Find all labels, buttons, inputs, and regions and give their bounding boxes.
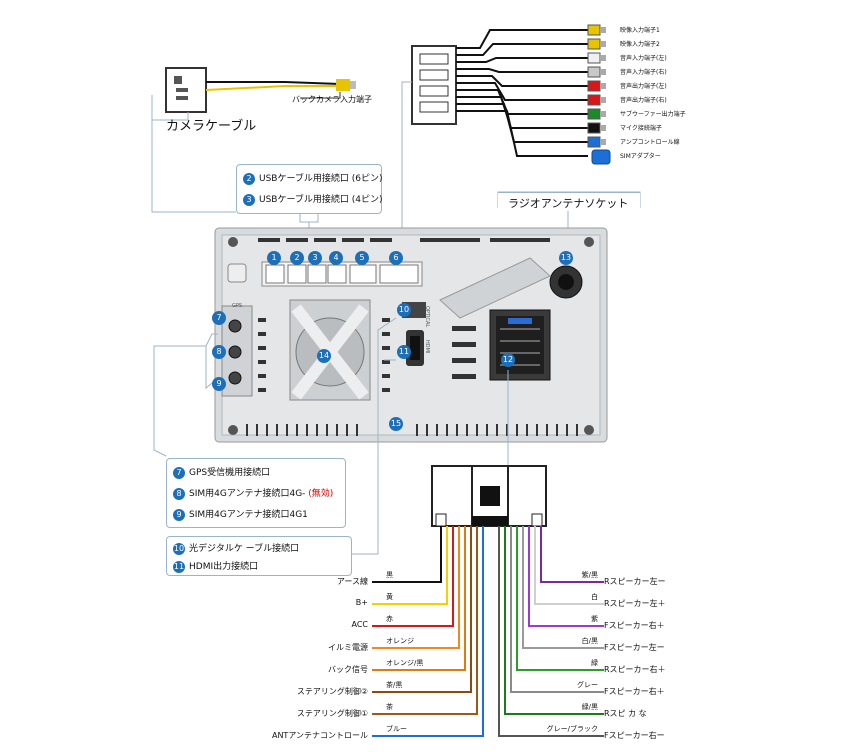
sim-4g-minus-label: SIM用4Gアンテナ接続口4G- xyxy=(189,489,306,499)
port-badge-p6: 6 xyxy=(389,251,403,265)
hdmi-row: 11 HDMI出力接続口 xyxy=(173,559,258,573)
optical-callout-box: 10 光デジタルケ ーブル接続口 11 HDMI出力接続口 xyxy=(166,536,352,576)
camera-cable xyxy=(165,67,356,113)
num-badge: 10 xyxy=(173,542,185,555)
right-wire-name-3: Fスピーカー左ー xyxy=(604,643,665,652)
optical-side-label: OPTICAL xyxy=(424,306,430,328)
port-badge-p4: 4 xyxy=(329,251,343,265)
port-badge-p10: 10 xyxy=(397,303,411,317)
left-wire-color-2: 赤 xyxy=(386,615,393,623)
left-wire-name-2: ACC xyxy=(351,620,368,629)
num-badge: 11 xyxy=(173,560,185,573)
gps-callout-box: 7 GPS受信機用接続口 8 SIM用4Gアンテナ接続口4G- (無効) 9 SIM用… xyxy=(166,458,346,528)
head-unit xyxy=(214,227,608,443)
radio-antenna-label: ラジオアンテナソケット xyxy=(508,197,629,210)
right-wire-color-6: 緑/黒 xyxy=(581,703,598,711)
left-wire-name-7: ANTアンテナコントロール xyxy=(271,731,368,740)
left-wire-color-1: 黄 xyxy=(386,593,393,601)
left-wire-color-6: 茶 xyxy=(386,703,393,711)
right-wire-name-0: Rスピーカー左ー xyxy=(604,577,666,586)
hdmi-side-label: HDMI xyxy=(424,340,430,354)
hdmi-label: HDMI出力接続口 xyxy=(189,562,259,572)
rca-label-8: アンプコントロール線 xyxy=(620,139,680,146)
left-wire-name-6: ステアリング制御① xyxy=(296,709,368,718)
usb-6pin-label: USBケーブル用接続口 (6ピン) xyxy=(259,174,383,184)
usb-callout-box: 2 USBケーブル用接続口 (6ピン) 3 USBケーブル用接続口 (4ピン) xyxy=(236,164,383,214)
num-badge: 3 xyxy=(243,193,255,206)
gps-row: 7 GPS受信機用接続口 xyxy=(173,465,270,479)
left-wire-name-1: B+ xyxy=(355,598,368,607)
right-wire-name-5: Fスピーカー右＋ xyxy=(604,687,665,696)
right-wire-name-7: Fスピーカー右ー xyxy=(604,731,665,740)
rca-label-7: マイク接続端子 xyxy=(620,125,662,132)
rca-label-2: 音声入力端子(左) xyxy=(620,55,667,62)
usb-4pin-row: 3 USBケーブル用接続口 (4ピン) xyxy=(243,192,383,206)
port-badge-p7: 7 xyxy=(212,311,226,325)
port-badge-p15: 15 xyxy=(389,417,403,431)
plug-wires xyxy=(372,526,604,737)
camera-cable-title: カメラケーブル xyxy=(166,119,257,134)
radio-antenna-label-box: ラジオアンテナソケット xyxy=(498,192,640,211)
port-badge-p1: 1 xyxy=(267,251,281,265)
optical-row: 10 光デジタルケ ーブル接続口 xyxy=(173,541,299,555)
left-wire-color-4: オレンジ/黒 xyxy=(386,659,424,667)
rca-label-6: サブウーファー出力端子 xyxy=(620,111,686,118)
usb-6pin-row: 2 USBケーブル用接続口 (6ピン) xyxy=(243,171,383,185)
right-wire-name-4: Rスピーカー右＋ xyxy=(604,665,666,674)
right-wire-name-6: Rスピ カ な xyxy=(604,709,647,718)
usb-4pin-label: USBケーブル用接続口 (4ピン) xyxy=(259,195,383,205)
port-badge-p8: 8 xyxy=(212,345,226,359)
port-badge-p3: 3 xyxy=(308,251,322,265)
sim-4g-minus-row: 8 SIM用4Gアンテナ接続口4G- (無効) xyxy=(173,486,333,500)
right-wire-name-2: Fスピーカー右＋ xyxy=(604,621,665,630)
gps-label: GPS受信機用接続口 xyxy=(189,468,271,478)
left-wire-name-4: バック信号 xyxy=(328,665,368,674)
disabled-note: (無効) xyxy=(308,489,334,499)
num-badge: 8 xyxy=(173,487,185,500)
right-wire-name-1: Rスピーカー左＋ xyxy=(604,599,666,608)
rca-label-0: 映像入力端子1 xyxy=(620,27,660,34)
port-badge-p12: 12 xyxy=(501,353,515,367)
right-wire-color-7: グレー/ブラック xyxy=(546,725,598,733)
iso-plug xyxy=(431,465,547,527)
left-wire-name-3: イルミ電源 xyxy=(328,643,368,652)
back-camera-port-label: バックカメラ入力端子 xyxy=(292,95,372,104)
optical-label: 光デジタルケ ーブル接続口 xyxy=(189,544,300,554)
right-wire-color-3: 白/黒 xyxy=(581,637,598,645)
gps-side-label: GPS xyxy=(232,303,243,309)
port-badge-p2: 2 xyxy=(290,251,304,265)
rca-label-4: 音声出力端子(左) xyxy=(620,83,667,90)
left-wire-name-5: ステアリング制御② xyxy=(296,687,368,696)
right-wire-color-1: 白 xyxy=(591,593,598,601)
rca-label-5: 音声出力端子(右) xyxy=(620,97,667,104)
rca-label-1: 映像入力端子2 xyxy=(620,41,660,48)
num-badge: 2 xyxy=(243,172,255,185)
left-wire-color-5: 茶/黒 xyxy=(386,681,403,689)
port-badge-p11: 11 xyxy=(397,345,411,359)
sim-4g-1-label: SIM用4Gアンテナ接続口4G1 xyxy=(189,510,308,520)
rca-wires xyxy=(456,24,611,165)
right-wire-color-4: 緑 xyxy=(591,659,598,667)
right-wire-color-2: 紫 xyxy=(591,615,598,623)
left-wire-color-3: オレンジ xyxy=(386,637,414,645)
port-badge-p5: 5 xyxy=(355,251,369,265)
rca-label-3: 音声入力端子(右) xyxy=(620,69,667,76)
num-badge: 7 xyxy=(173,466,185,479)
port-badge-p9: 9 xyxy=(212,377,226,391)
left-wire-color-7: ブルー xyxy=(386,725,407,733)
right-wire-color-5: グレー xyxy=(577,681,598,689)
sim-4g-1-row: 9 SIM用4Gアンテナ接続口4G1 xyxy=(173,507,308,521)
port-badge-p13: 13 xyxy=(559,251,573,265)
left-wire-color-0: 黒 xyxy=(386,571,393,579)
rca-harness xyxy=(411,45,457,125)
rca-label-9: SIMアダプター xyxy=(620,153,661,160)
left-wire-name-0: アース線 xyxy=(336,577,368,586)
right-wire-color-0: 紫/黒 xyxy=(581,571,598,579)
port-badge-p14: 14 xyxy=(317,349,331,363)
num-badge: 9 xyxy=(173,508,185,521)
